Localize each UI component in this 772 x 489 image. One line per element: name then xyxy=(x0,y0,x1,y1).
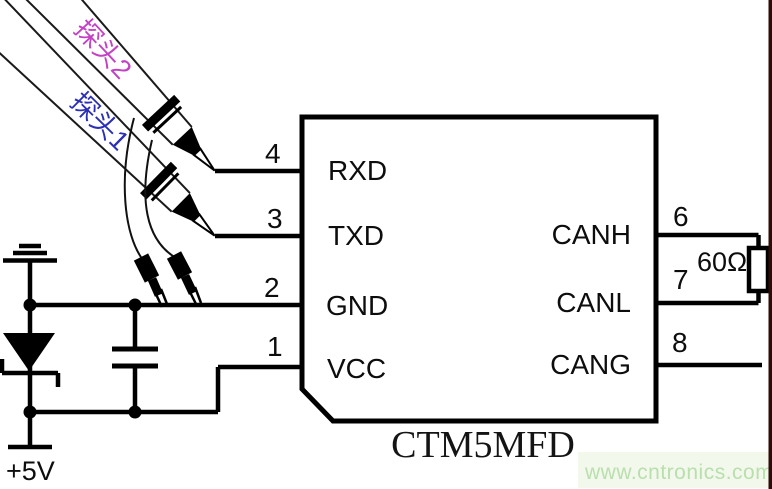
alligator-clip-2 xyxy=(166,251,203,307)
ground-cable-1 xyxy=(123,117,144,261)
junction-dot xyxy=(23,405,37,419)
clip-1-boot xyxy=(133,253,160,283)
capacitor-icon xyxy=(112,346,158,369)
ground-cable-2 xyxy=(144,139,177,259)
scan-edge-strip xyxy=(768,0,772,489)
junction-dot xyxy=(128,298,142,312)
chip-outline xyxy=(299,114,659,424)
wire-pin1-vcc xyxy=(215,364,303,412)
pin-1-number: 1 xyxy=(267,331,283,362)
pin-rxd-label: RXD xyxy=(328,155,387,186)
pin-gnd-label: GND xyxy=(326,290,388,321)
resistor-body xyxy=(746,245,771,294)
pin-txd-label: TXD xyxy=(328,220,384,251)
probe-ground-cables xyxy=(123,117,177,261)
pin-cang-label: CANG xyxy=(550,349,631,380)
resistor-value-label: 60Ω xyxy=(697,247,747,277)
probe-2-needle-tip xyxy=(192,147,216,172)
pin-canl-label: CANL xyxy=(556,287,631,318)
supply-voltage-label: +5V xyxy=(6,456,55,486)
watermark-band xyxy=(578,452,769,488)
junction-dot xyxy=(23,298,37,312)
pin-3-number: 3 xyxy=(267,203,283,234)
pin-7-number: 7 xyxy=(673,264,689,295)
probe-1-collar xyxy=(140,161,178,200)
probe-2: 探头2 xyxy=(25,0,216,172)
probe-2-collar-ring xyxy=(152,105,183,134)
junction-dot xyxy=(128,405,142,419)
pin-6-number: 6 xyxy=(673,201,689,232)
pin-8-number: 8 xyxy=(672,327,688,358)
watermark-text: www.cntronics.com xyxy=(584,461,772,484)
pin-canh-label: CANH xyxy=(552,219,631,250)
clip-1-jaw xyxy=(147,277,164,297)
probe-1-body xyxy=(0,0,191,213)
clip-2-jaw xyxy=(180,274,198,295)
probe-2-cone xyxy=(172,127,201,156)
probe-1-collar-ring xyxy=(150,172,180,202)
pin-vcc-label: VCC xyxy=(327,353,386,384)
earth-ground-icon xyxy=(3,243,57,263)
probe-1-cone xyxy=(171,193,200,222)
wire-pin7-canl xyxy=(656,291,761,306)
probe-1-needle-tip xyxy=(191,213,216,237)
zener-diode-icon xyxy=(3,333,55,371)
pin-2-number: 2 xyxy=(264,272,280,303)
chip-name: CTM5MFD xyxy=(391,424,575,466)
clip-2-boot xyxy=(166,251,193,280)
clip-1-teeth xyxy=(153,288,169,308)
alligator-clip-1 xyxy=(133,253,169,308)
pin-4-number: 4 xyxy=(265,138,281,169)
probe-2-collar xyxy=(141,94,181,132)
clip-2-teeth xyxy=(187,286,203,307)
zener-cathode-bar xyxy=(0,359,61,387)
junction-dots xyxy=(23,298,142,419)
